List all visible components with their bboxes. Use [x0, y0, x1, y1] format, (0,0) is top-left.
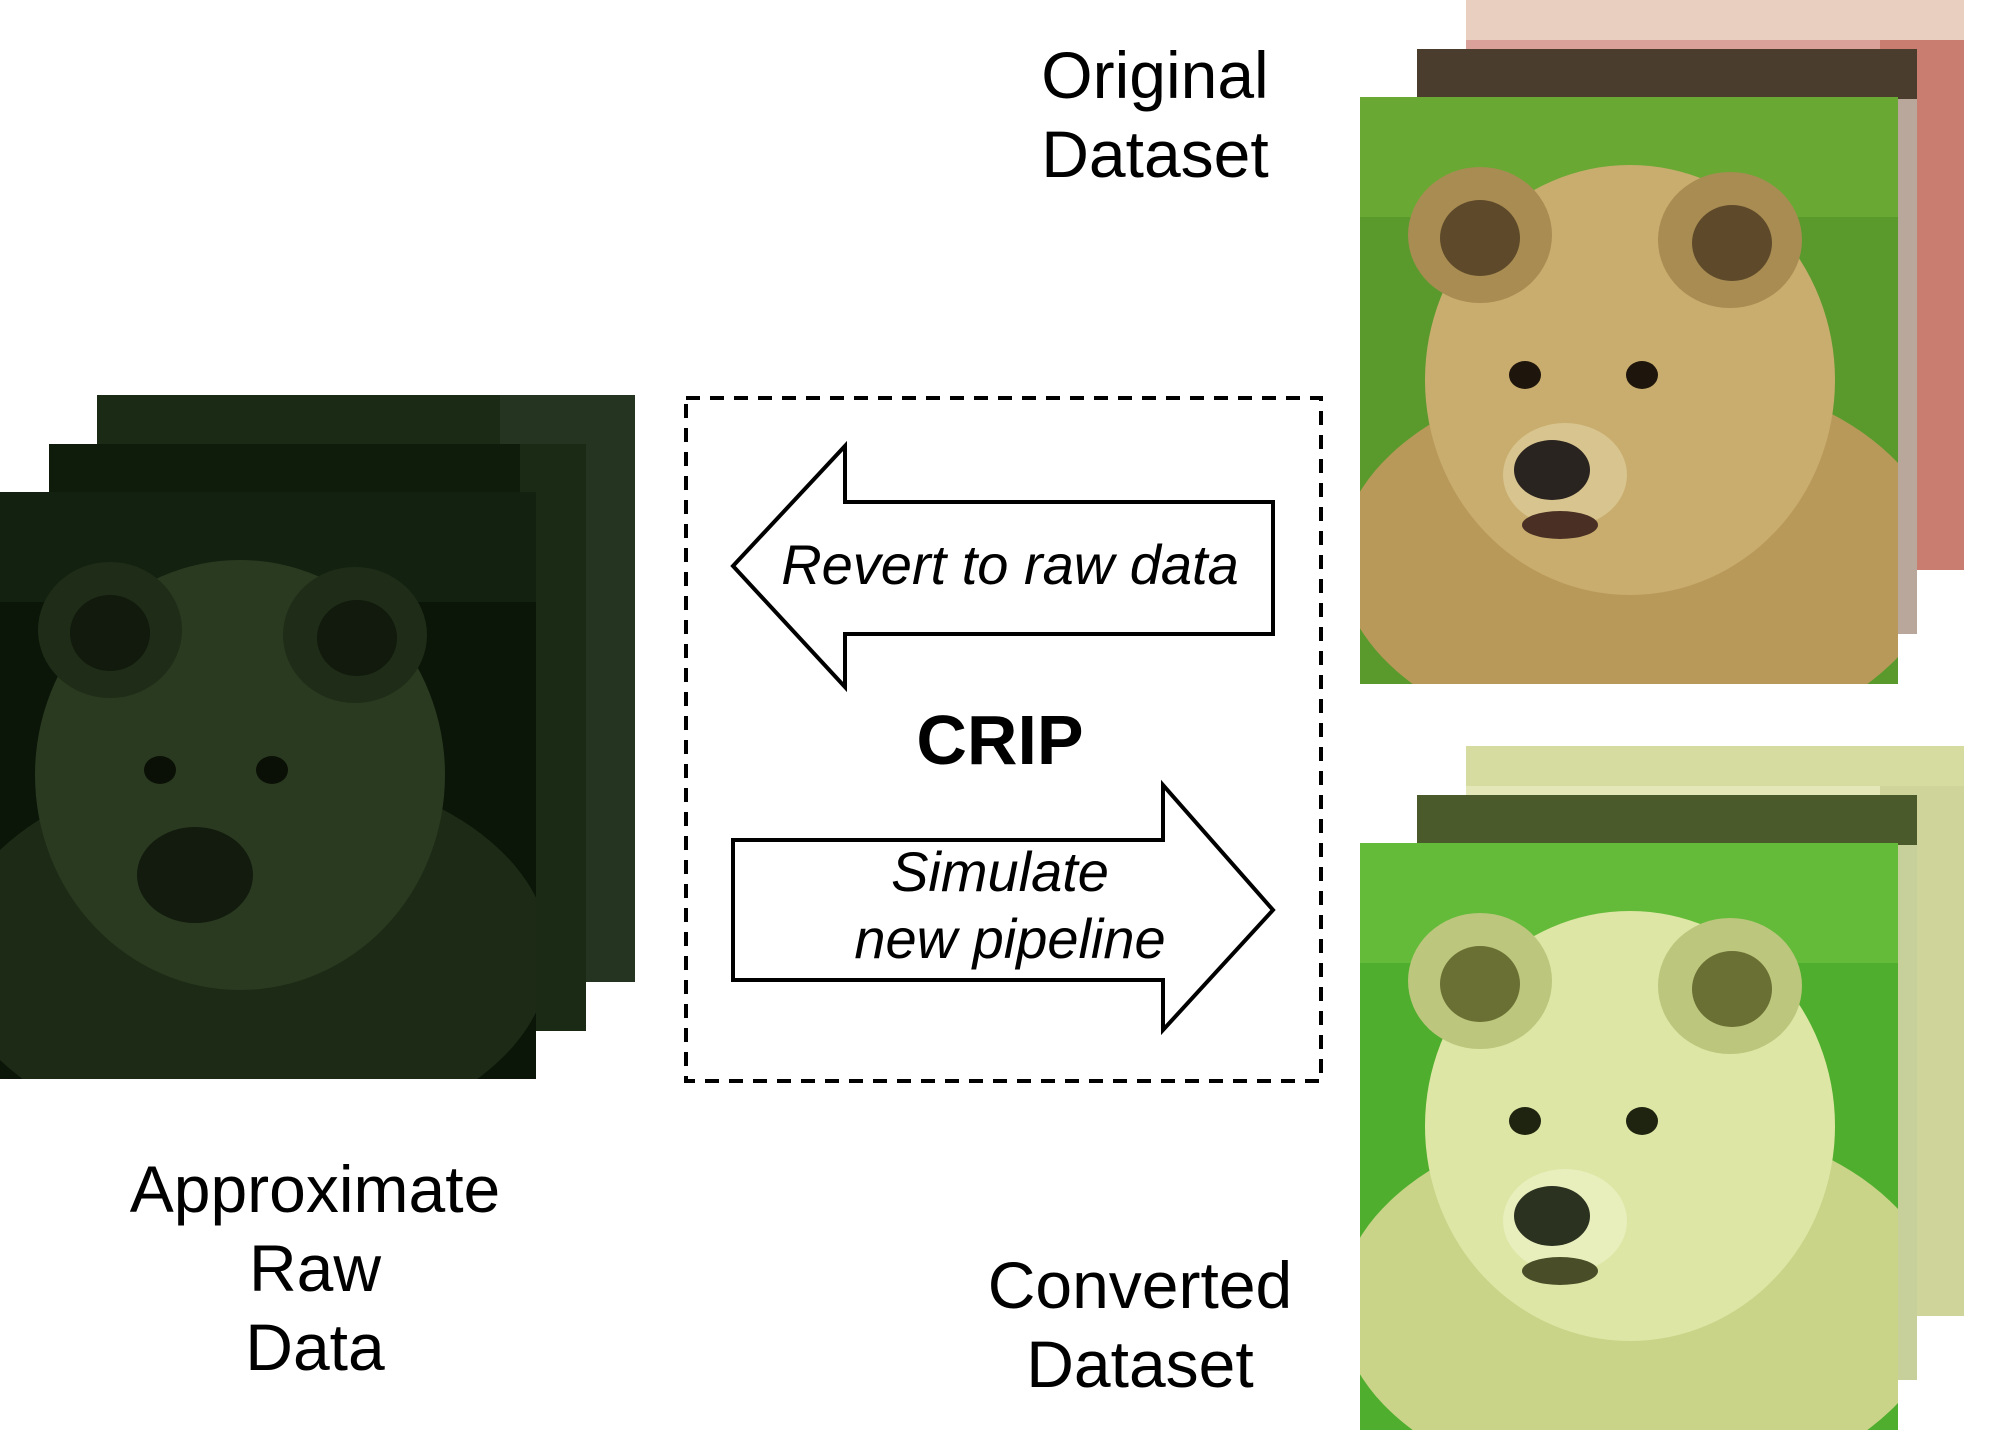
original-image-stack — [1360, 0, 1964, 684]
crip-process-box — [684, 396, 1323, 1083]
bear-photo-raw — [0, 492, 536, 1079]
revert-arrow-shape — [730, 440, 1275, 693]
converted-dataset-label: Converted Dataset — [970, 1246, 1310, 1404]
converted-image-stack — [1360, 746, 1964, 1430]
label-line: Approximate — [129, 1152, 501, 1226]
bear-photo-converted — [1360, 843, 1898, 1430]
dashed-border — [684, 396, 1323, 1083]
label-line: Data — [245, 1310, 385, 1385]
label-line: Dataset — [1026, 1327, 1254, 1402]
original-dataset-label: Original Dataset — [1010, 36, 1300, 194]
raw-image-stack — [0, 395, 635, 1079]
approximate-raw-data-label: Approximate Raw Data — [100, 1150, 530, 1388]
label-line: Converted — [987, 1248, 1293, 1322]
label-line: CRIP — [916, 701, 1084, 779]
crip-title: CRIP — [800, 698, 1200, 782]
simulate-arrow-shape — [731, 779, 1276, 1036]
label-line: Simulate — [891, 840, 1109, 903]
label-line: Original — [1041, 38, 1269, 112]
revert-arrow-label: Revert to raw data — [750, 531, 1270, 598]
label-line: Raw — [248, 1231, 382, 1306]
simulate-arrow-label: Simulate new pipeline — [780, 838, 1230, 972]
label-line: new pipeline — [854, 907, 1166, 971]
label-line: Dataset — [1041, 117, 1269, 192]
label-line: Revert to raw data — [781, 533, 1239, 596]
bear-photo-original — [1360, 97, 1898, 684]
